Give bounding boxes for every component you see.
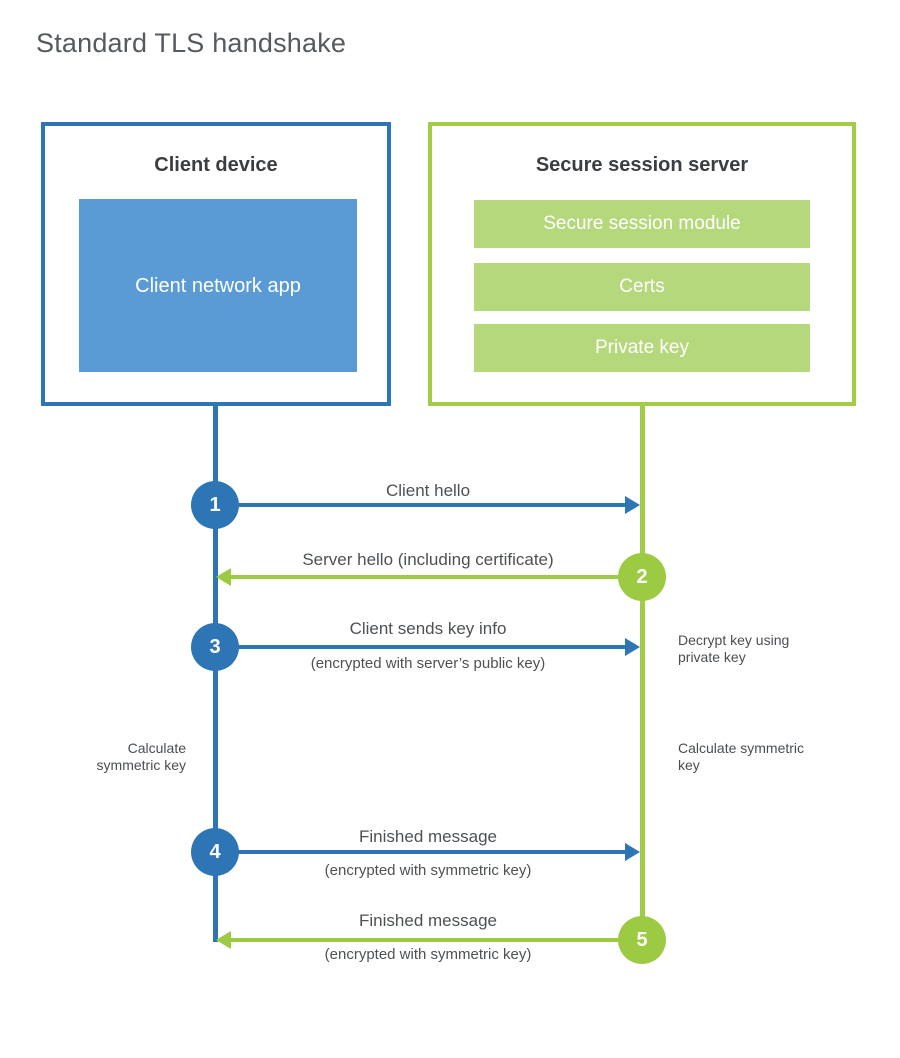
note-decrypt-key: Decrypt key using private key	[678, 632, 790, 665]
server-lifeline	[640, 406, 645, 940]
arrow-1-head-right-icon	[625, 496, 640, 514]
note-calculate-symmetric-key-server: Calculate symmetric key	[678, 740, 805, 773]
step-badge-2: 2	[618, 553, 666, 601]
arrow-4-head-right-icon	[625, 843, 640, 861]
page-title: Standard TLS handshake	[36, 28, 347, 58]
secure-session-server-box: Secure session server Secure session mod…	[428, 122, 856, 406]
client-network-app-box: Client network app	[79, 199, 357, 372]
step-badge-1: 1	[191, 481, 239, 529]
server-module-certs: Certs	[474, 263, 810, 311]
message-label-4: Finished message	[359, 827, 497, 846]
arrow-5-head-left-icon	[216, 931, 231, 949]
client-device-box: Client device Client network app	[41, 122, 391, 406]
message-label-1: Client hello	[385, 481, 471, 500]
arrow-2-line	[231, 575, 642, 579]
client-lifeline	[213, 406, 218, 942]
client-device-title: Client device	[154, 154, 278, 176]
arrow-1-line	[215, 503, 625, 507]
message-sublabel-5: (encrypted with symmetric key)	[324, 946, 532, 963]
message-label-3: Client sends key info	[349, 619, 507, 638]
arrow-2-head-left-icon	[216, 568, 231, 586]
message-sublabel-3: (encrypted with server’s public key)	[310, 655, 546, 672]
server-module-private-key: Private key	[474, 324, 810, 372]
arrow-5-line	[231, 938, 642, 942]
secure-session-server-title: Secure session server	[535, 154, 749, 176]
step-badge-4: 4	[191, 828, 239, 876]
message-label-5: Finished message	[359, 911, 497, 930]
step-badge-3: 3	[191, 623, 239, 671]
arrow-3-head-right-icon	[625, 638, 640, 656]
message-sublabel-4: (encrypted with symmetric key)	[324, 862, 532, 879]
step-badge-5: 5	[618, 916, 666, 964]
arrow-3-line	[215, 645, 625, 649]
arrow-4-line	[215, 850, 625, 854]
server-module-secure-session-module: Secure session module	[474, 200, 810, 248]
message-label-2: Server hello (including certificate)	[302, 550, 554, 569]
note-calculate-symmetric-key-client: Calculate symmetric key	[96, 740, 186, 773]
